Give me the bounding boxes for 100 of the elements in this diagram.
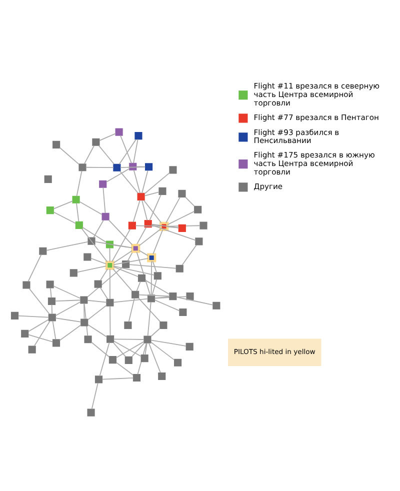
connector: [154, 296, 170, 299]
connector: [138, 228, 161, 246]
connector: [91, 342, 110, 358]
legend-label: Другие: [254, 182, 283, 192]
node-box: [88, 237, 96, 245]
connector: [144, 172, 170, 194]
node-box: [80, 318, 88, 326]
node-box: [106, 298, 114, 306]
connector: [87, 305, 107, 320]
connector: [111, 228, 131, 262]
node-box: [169, 166, 177, 174]
connector: [108, 220, 133, 246]
connector: [18, 315, 50, 318]
connector: [28, 319, 49, 332]
node-box: [186, 292, 194, 300]
node-box: [154, 272, 162, 280]
node-box: [48, 297, 56, 306]
connector: [53, 200, 73, 210]
connector: [144, 342, 148, 356]
node-box: [21, 330, 29, 338]
node-box: [212, 302, 220, 310]
connector: [133, 170, 141, 194]
connector: [167, 226, 180, 228]
node-box: [145, 163, 153, 171]
connector: [119, 170, 139, 194]
node-box: [178, 190, 186, 198]
legend-label: Flight #93 разбился в Пенсильвании: [254, 128, 340, 146]
connector: [166, 196, 181, 224]
node-box: [160, 321, 168, 330]
connector: [102, 377, 134, 380]
node-box: [84, 336, 92, 344]
connector: [150, 342, 175, 360]
connector: [53, 286, 81, 299]
node-box: [46, 280, 54, 288]
connector: [138, 250, 148, 256]
connector: [150, 328, 160, 337]
node-box: [138, 274, 146, 282]
node-box: [124, 356, 132, 364]
connector: [113, 250, 132, 264]
node-box: [147, 294, 156, 302]
node-box: [122, 260, 130, 268]
connector: [185, 196, 195, 207]
node-box: [80, 296, 88, 304]
connector: [138, 298, 161, 322]
node-box: [52, 140, 60, 148]
legend-label: Flight #77 врезался в Пентагон: [254, 113, 379, 122]
connector: [113, 338, 144, 340]
connector: [109, 268, 110, 300]
node-box: [134, 132, 142, 140]
node-box: [39, 247, 47, 255]
node-box: [144, 336, 152, 344]
connector: [143, 200, 162, 224]
connector: [94, 241, 133, 248]
node-box: [129, 162, 137, 170]
connector: [90, 258, 107, 264]
connector: [93, 220, 104, 238]
connector: [113, 266, 155, 276]
node-box: [22, 281, 30, 289]
connector: [133, 138, 138, 164]
connector: [34, 320, 50, 347]
node-box: [179, 308, 187, 316]
connector: [144, 280, 170, 295]
legend-label: Flight #11 врезался в северную часть Центра всемирной торговли: [254, 82, 380, 108]
node-box: [84, 253, 92, 261]
connector: [182, 244, 197, 266]
connector: [109, 248, 110, 262]
connector: [76, 202, 80, 222]
node-box: [106, 240, 114, 248]
connector: [136, 281, 141, 292]
node-box: [46, 206, 54, 214]
node-box: [132, 374, 141, 382]
connector: [152, 229, 164, 255]
connector: [53, 212, 76, 224]
connector: [76, 170, 82, 197]
connector: [112, 268, 133, 292]
connector: [85, 166, 114, 168]
connector: [91, 382, 98, 410]
connector: [150, 260, 152, 296]
connector: [106, 168, 130, 182]
connector: [127, 226, 147, 262]
node-box: [128, 222, 136, 230]
node-box: [75, 221, 83, 229]
node-box: [70, 269, 78, 277]
connector: [87, 300, 107, 303]
connector: [128, 298, 135, 322]
node-box: [195, 238, 203, 246]
connector: [76, 266, 107, 273]
connector: [141, 170, 148, 194]
connector: [112, 266, 139, 278]
connector: [84, 145, 95, 164]
connector: [59, 324, 82, 341]
connector: [88, 324, 108, 338]
connector: [46, 241, 88, 251]
connector: [102, 187, 106, 214]
connector: [82, 226, 107, 243]
node-box: [176, 264, 184, 272]
connector: [50, 288, 52, 298]
node-box: [72, 196, 80, 204]
node-box: [106, 335, 114, 343]
node-box: [44, 175, 52, 183]
